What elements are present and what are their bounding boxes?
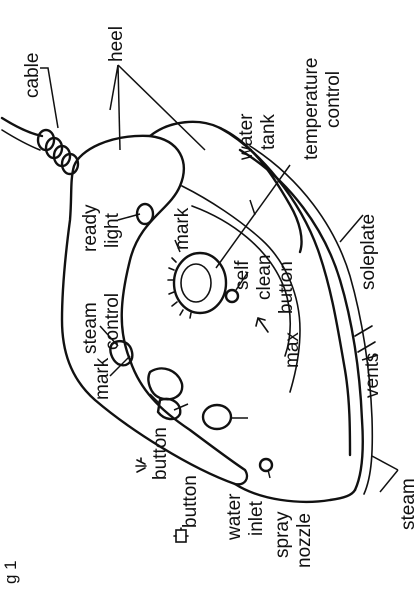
label-steam-control-2: control (102, 293, 123, 350)
label-mark-bottom: mark (92, 357, 113, 400)
water-inlet-cap[interactable] (203, 405, 231, 429)
label-button-steam: button (150, 427, 171, 480)
label-steam-control-1: steam (80, 302, 101, 354)
label-soleplate: soleplate (358, 214, 379, 290)
label-mark-top: mark (172, 207, 193, 250)
label-water-inlet-2: inlet (246, 500, 267, 536)
label-clean: clean (254, 255, 275, 300)
labels: cable heel water tank temperature contro… (1, 26, 418, 584)
label-water-inlet-1: water (224, 493, 245, 541)
self-clean-button[interactable] (226, 290, 238, 302)
label-temperature-control: control (323, 71, 344, 128)
label-water-tank-1: water (236, 113, 257, 161)
spray-nozzle-tip (260, 459, 272, 471)
label-ready: ready (80, 204, 101, 252)
spray-symbol-icon (174, 528, 188, 542)
max-arrow (256, 318, 268, 332)
label-self-clean-button: button (276, 261, 297, 314)
soleplate-outline (240, 150, 363, 490)
iron-nose (235, 484, 355, 502)
label-vents: vents (362, 353, 383, 398)
steam-burst-icon (136, 458, 146, 472)
vent-marks (355, 326, 375, 352)
label-temperature: temperature (301, 58, 322, 160)
soleplate-edge (250, 146, 372, 494)
label-nozzle: nozzle (294, 513, 315, 568)
temperature-dial[interactable] (168, 253, 226, 318)
label-heel: heel (106, 26, 127, 62)
figure-caption: g 1 (1, 560, 20, 584)
label-spray: spray (272, 511, 293, 558)
label-self: self (232, 260, 253, 290)
label-max: max (282, 332, 303, 368)
iron-illustration (2, 118, 375, 502)
label-button-spray: button (180, 475, 201, 528)
cable-strain-relief (38, 130, 78, 174)
label-steam: steam (398, 478, 418, 530)
label-water-tank-2: tank (258, 114, 279, 150)
label-cable: cable (22, 53, 43, 98)
steam-button[interactable] (148, 368, 182, 399)
label-ready-light: light (102, 212, 123, 248)
